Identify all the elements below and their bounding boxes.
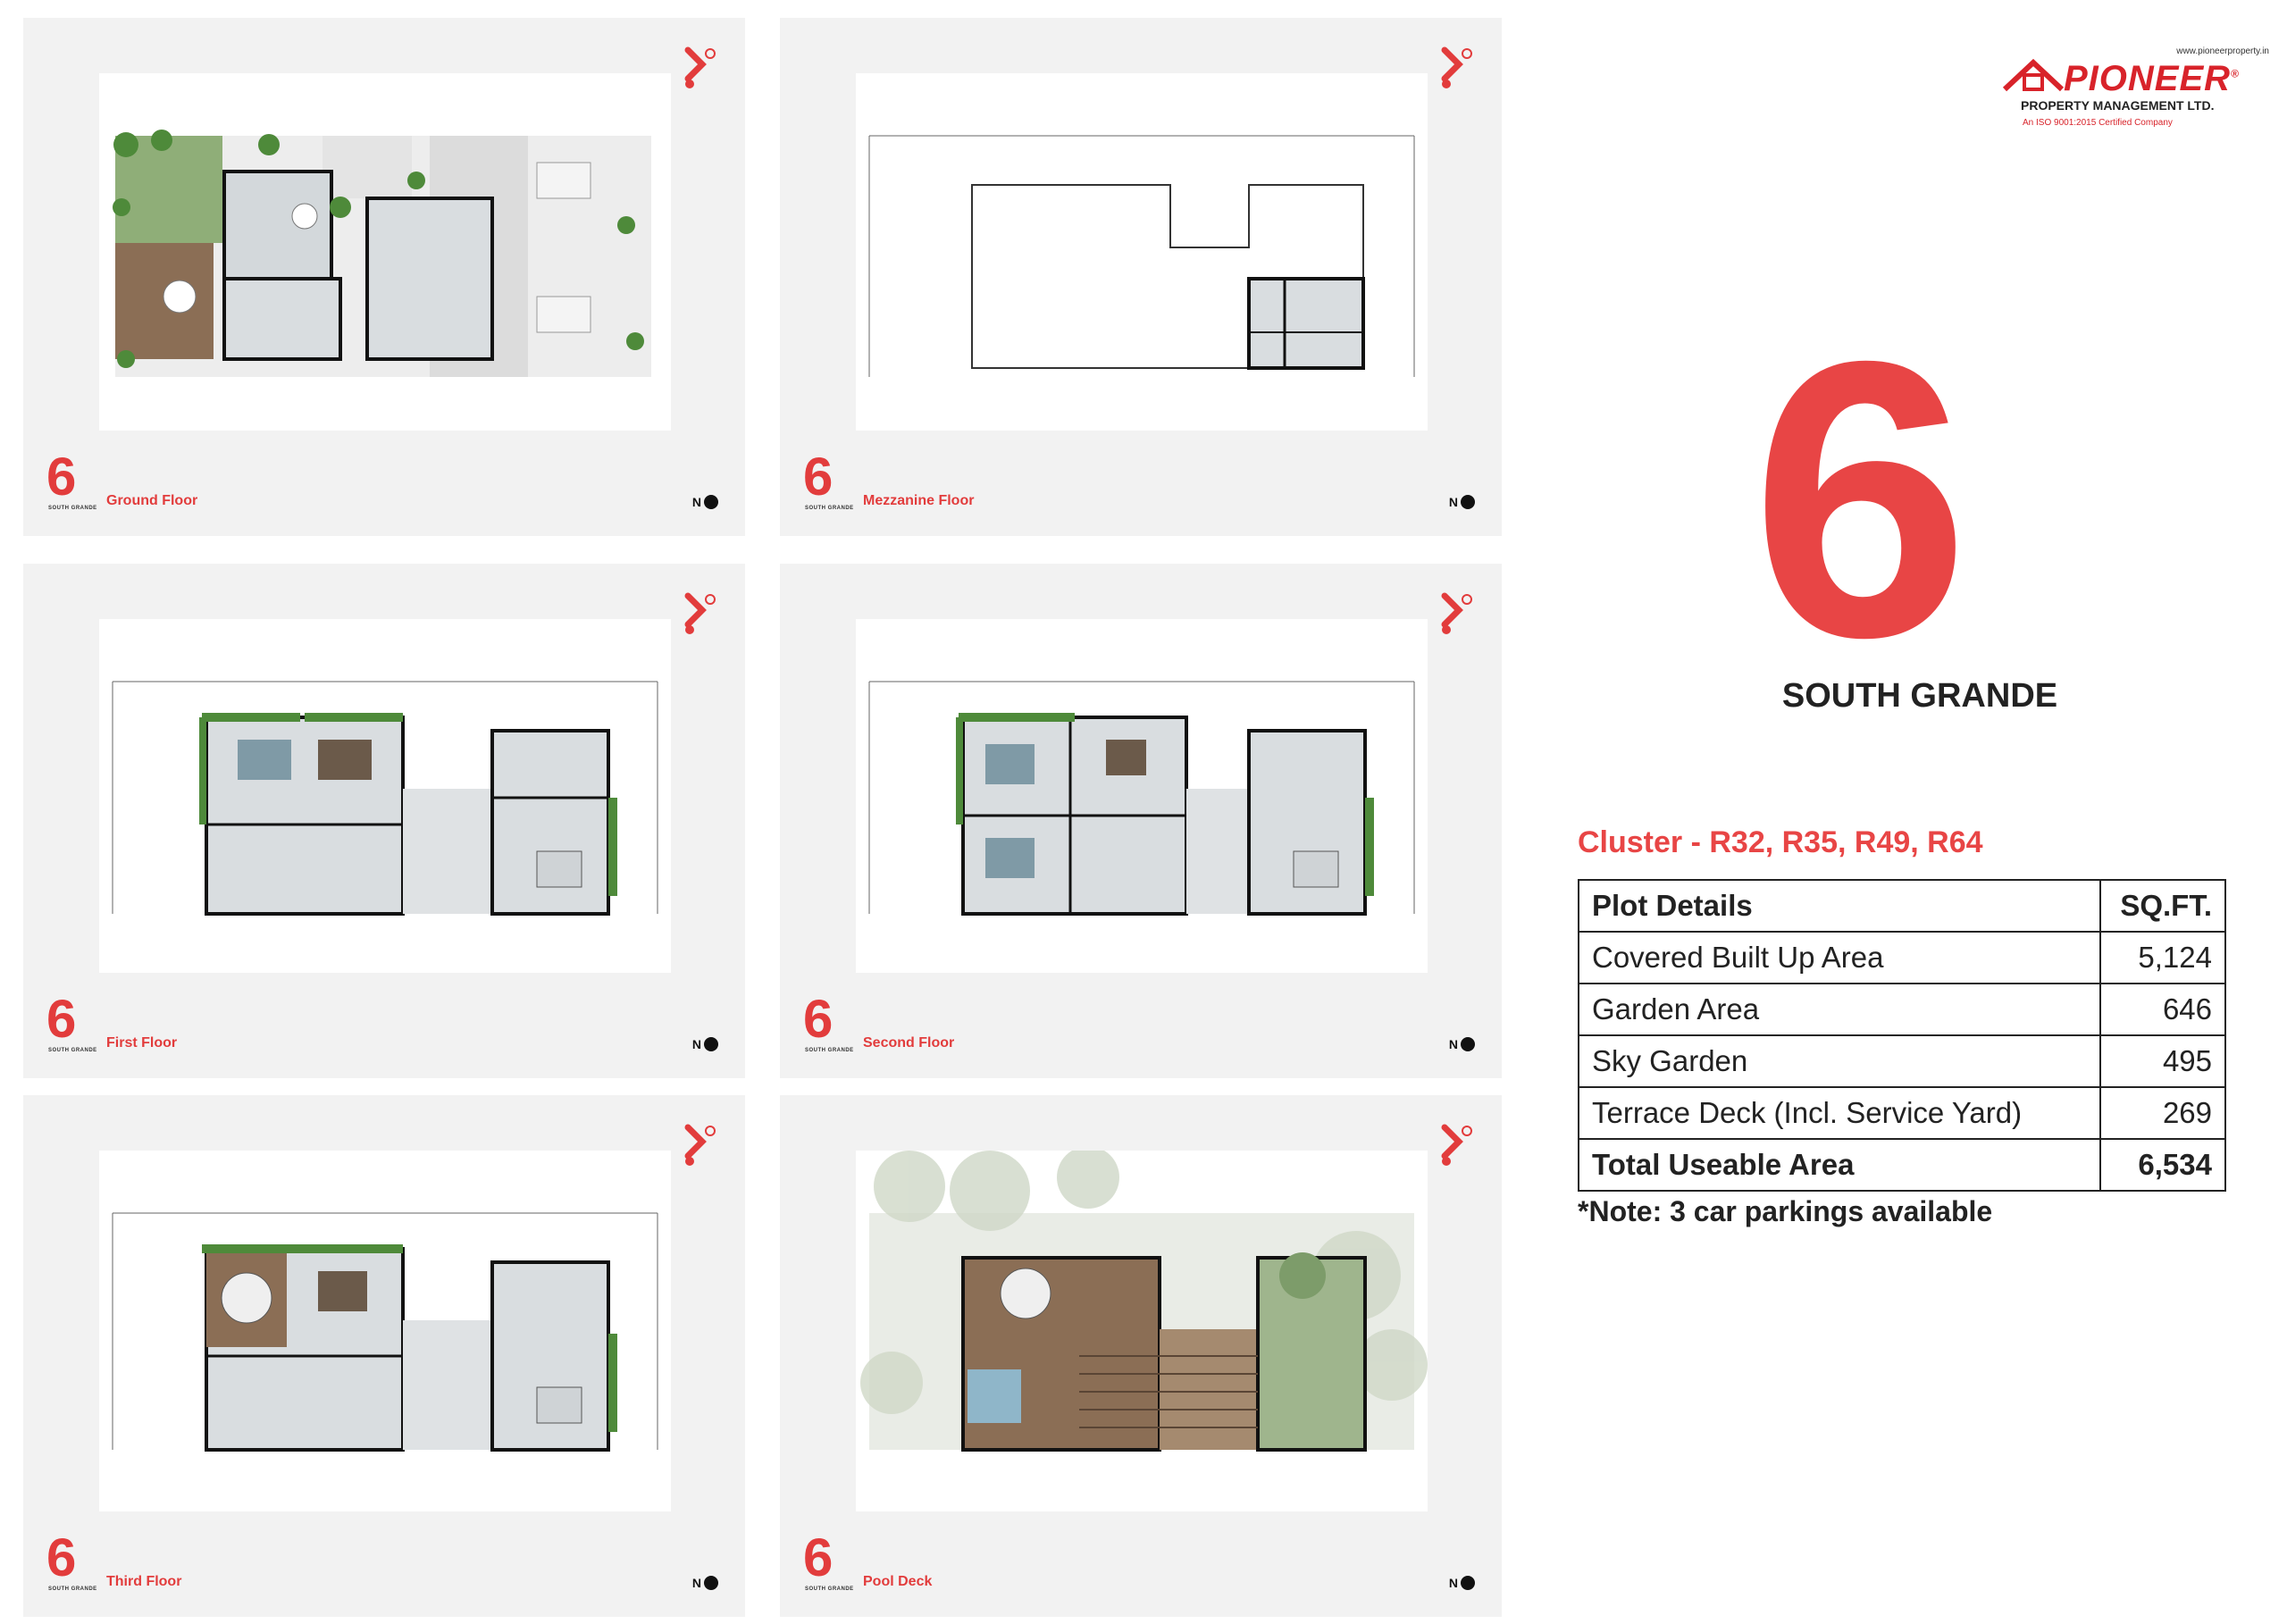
total-label: Total Useable Area bbox=[1578, 1138, 2101, 1192]
brand-mark-icon bbox=[1441, 592, 1472, 634]
brand-mark-icon bbox=[684, 1124, 716, 1166]
table-row: Garden Area 646 bbox=[1578, 983, 2226, 1036]
floor-plan-card-first: 6 SOUTH GRANDE First Floor N bbox=[23, 564, 745, 1078]
floor-plan-image bbox=[99, 1151, 671, 1511]
company-logo: www.pioneerproperty.in PIONEER® PROPERTY… bbox=[2001, 46, 2269, 136]
floor-plan-card-pool-deck: 6 SOUTH GRANDE Pool Deck N bbox=[780, 1095, 1502, 1617]
table-row: Sky Garden 495 bbox=[1578, 1034, 2226, 1088]
registered-mark: ® bbox=[2231, 67, 2240, 80]
brand-name: PIONEER® bbox=[2064, 59, 2240, 99]
north-indicator: N bbox=[1449, 495, 1475, 509]
table-row: Terrace Deck (Incl. Service Yard) 269 bbox=[1578, 1086, 2226, 1140]
floor-label: Second Floor bbox=[863, 1035, 955, 1051]
floor-plan-card-second: 6 SOUTH GRANDE Second Floor N bbox=[780, 564, 1502, 1078]
footer-number: 6 bbox=[46, 447, 77, 506]
row-value: 495 bbox=[2099, 1034, 2226, 1088]
north-letter: N bbox=[1448, 495, 1458, 509]
floor-label: Mezzanine Floor bbox=[863, 493, 975, 508]
floor-plan-image bbox=[99, 73, 671, 431]
floor-label: Pool Deck bbox=[863, 1574, 933, 1589]
compass-icon bbox=[704, 495, 718, 509]
compass-icon bbox=[1461, 1576, 1475, 1590]
brand-mark-icon bbox=[684, 592, 716, 634]
north-letter: N bbox=[1448, 1576, 1458, 1590]
project-number: 6 bbox=[1751, 280, 1970, 719]
north-letter: N bbox=[691, 1576, 701, 1590]
footer-project-name: SOUTH GRANDE bbox=[48, 1048, 97, 1053]
footer-project-name: SOUTH GRANDE bbox=[805, 506, 854, 511]
footer-number: 6 bbox=[46, 989, 77, 1049]
north-letter: N bbox=[691, 1037, 701, 1051]
footer-number: 6 bbox=[803, 447, 834, 506]
north-letter: N bbox=[1448, 1037, 1458, 1051]
floor-label: First Floor bbox=[106, 1035, 178, 1051]
column-header-sqft: SQ.FT. bbox=[2099, 879, 2226, 933]
floor-label: Ground Floor bbox=[106, 493, 198, 508]
row-value: 5,124 bbox=[2099, 931, 2226, 984]
row-label: Covered Built Up Area bbox=[1578, 931, 2101, 984]
compass-icon bbox=[1461, 495, 1475, 509]
footer-number: 6 bbox=[46, 1528, 77, 1587]
floor-plan-image bbox=[99, 619, 671, 973]
plot-details-table: Plot Details SQ.FT. Covered Built Up Are… bbox=[1578, 879, 2226, 1192]
compass-icon bbox=[1461, 1037, 1475, 1051]
row-label: Terrace Deck (Incl. Service Yard) bbox=[1578, 1086, 2101, 1140]
compass-icon bbox=[704, 1037, 718, 1051]
north-letter: N bbox=[691, 495, 701, 509]
row-label: Garden Area bbox=[1578, 983, 2101, 1036]
row-value: 269 bbox=[2099, 1086, 2226, 1140]
floor-plan-card-ground: 6 SOUTH GRANDE Ground Floor N bbox=[23, 18, 745, 536]
brand-mark-icon bbox=[1441, 46, 1472, 88]
column-header-plot-details: Plot Details bbox=[1578, 879, 2101, 933]
floor-plan-image bbox=[856, 73, 1428, 431]
footer-project-name: SOUTH GRANDE bbox=[48, 506, 97, 511]
floor-plan-card-mezzanine: 6 SOUTH GRANDE Mezzanine Floor N bbox=[780, 18, 1502, 536]
brand-name-text: PIONEER bbox=[2064, 59, 2232, 98]
brand-url: www.pioneerproperty.in bbox=[2176, 46, 2269, 56]
brand-subtitle: PROPERTY MANAGEMENT LTD. bbox=[2021, 98, 2215, 113]
north-indicator: N bbox=[692, 1037, 718, 1051]
row-value: 646 bbox=[2099, 983, 2226, 1036]
table-total-row: Total Useable Area 6,534 bbox=[1578, 1138, 2226, 1192]
footer-project-name: SOUTH GRANDE bbox=[48, 1586, 97, 1592]
footer-number: 6 bbox=[803, 989, 834, 1049]
floor-plan-image bbox=[856, 619, 1428, 973]
house-roof-icon bbox=[2002, 58, 2065, 92]
row-label: Sky Garden bbox=[1578, 1034, 2101, 1088]
north-indicator: N bbox=[1449, 1576, 1475, 1590]
cluster-heading: Cluster - R32, R35, R49, R64 bbox=[1578, 825, 1983, 859]
north-indicator: N bbox=[692, 1576, 718, 1590]
compass-icon bbox=[704, 1576, 718, 1590]
project-name: SOUTH GRANDE bbox=[1781, 677, 2058, 715]
table-row: Covered Built Up Area 5,124 bbox=[1578, 931, 2226, 984]
footer-project-name: SOUTH GRANDE bbox=[805, 1048, 854, 1053]
total-value: 6,534 bbox=[2099, 1138, 2226, 1192]
floor-plan-card-third: 6 SOUTH GRANDE Third Floor N bbox=[23, 1095, 745, 1617]
brand-mark-icon bbox=[1441, 1124, 1472, 1166]
north-indicator: N bbox=[692, 495, 718, 509]
parking-note: *Note: 3 car parkings available bbox=[1578, 1195, 1993, 1227]
table-header-row: Plot Details SQ.FT. bbox=[1578, 879, 2226, 933]
brand-mark-icon bbox=[684, 46, 716, 88]
floor-plan-image bbox=[856, 1151, 1428, 1511]
brand-certification: An ISO 9001:2015 Certified Company bbox=[2023, 118, 2173, 128]
footer-number: 6 bbox=[803, 1528, 834, 1587]
floor-label: Third Floor bbox=[106, 1574, 182, 1589]
north-indicator: N bbox=[1449, 1037, 1475, 1051]
footer-project-name: SOUTH GRANDE bbox=[805, 1586, 854, 1592]
